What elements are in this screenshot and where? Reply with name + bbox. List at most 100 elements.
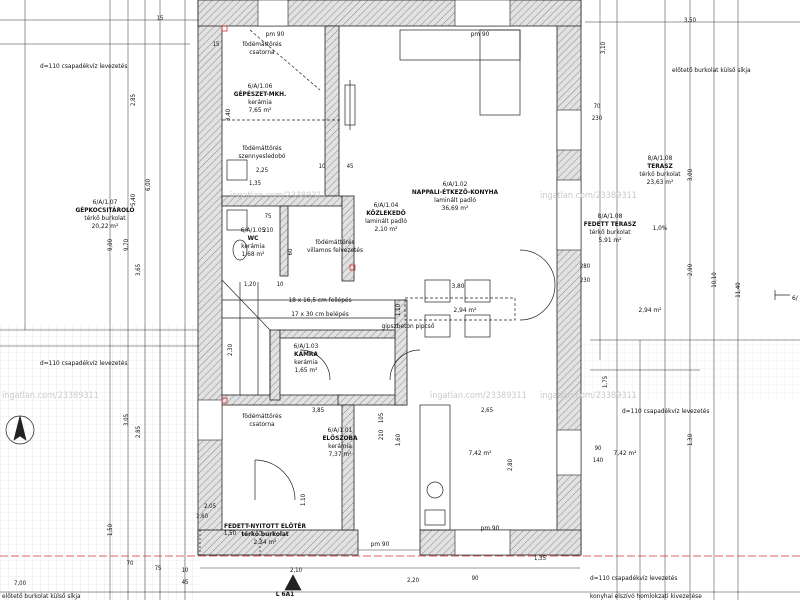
dimension-d15: 1,35 xyxy=(249,180,261,187)
dimension-d21: 1,20 xyxy=(244,281,257,288)
room-label-gepeszet: 7,65 m² xyxy=(249,106,272,114)
room-label-eloszoba: kerámia xyxy=(328,442,352,450)
room-label-nappali: laminált padló xyxy=(434,196,476,204)
room-label-wc: 6/A/1.05 xyxy=(241,226,266,234)
watermark: ingatlan.com/23389311 xyxy=(540,191,637,201)
note-n8: d=110 csapadékvíz levezetés xyxy=(622,407,709,415)
note-n9: d=110 csapadékvíz levezetés xyxy=(590,574,677,582)
watermark: ingatlan.com/23389311 xyxy=(230,191,327,201)
note-n2: szennyesledobó xyxy=(238,152,285,160)
dimension-d51: 10 xyxy=(182,567,189,574)
note-n10: előtető burkolat külső síkja xyxy=(672,65,751,74)
dimension-d22: 10 xyxy=(277,281,284,288)
dimension-d7: 3,65 xyxy=(135,264,142,276)
dimension-d48: 1,50 xyxy=(224,530,237,537)
note-section: L 6A1 xyxy=(276,590,294,598)
room-label-fedett_terasz: FEDETT TERASZ xyxy=(584,220,636,228)
room-label-nappali: 6/A/1.02 xyxy=(443,180,468,188)
note-n6: d=110 csapadékvíz levezetés xyxy=(40,62,127,70)
dimension-d1: 3,50 xyxy=(684,17,697,24)
room-label-kamra: 6/A/1.03 xyxy=(294,342,319,350)
dimension-d55: 1,30 xyxy=(687,433,694,446)
room-label-gepkocsi: 20,22 m² xyxy=(92,222,119,230)
dimension-d35: 90 xyxy=(595,445,602,452)
note-n12: konyhai elszívó homlokzati kivezetése xyxy=(590,592,702,600)
note-area4: 7,42 m² xyxy=(614,449,637,457)
dimension-d30: 210 xyxy=(378,429,385,440)
note-stair2: 17 x 30 cm belépés xyxy=(291,310,349,318)
note-n11: előtető burkolat külső síkja xyxy=(2,591,81,600)
note-pm3: pm 90 xyxy=(371,540,390,548)
dimension-d3: 5,40 xyxy=(130,193,137,206)
room-label-fedett_eloter: térkő burkolat xyxy=(241,529,289,538)
dimension-d27: 2,80 xyxy=(507,458,514,471)
room-label-terasz: TERASZ xyxy=(647,162,672,170)
room-label-kozlekedo: KÖZLEKEDŐ xyxy=(366,208,406,217)
room-label-gepkocsi: 6/A/1.07 xyxy=(93,198,118,206)
garage-paving xyxy=(0,325,200,600)
dimension-d43: 2,10 xyxy=(290,567,303,574)
note-section_r: 6/ xyxy=(792,294,798,302)
room-label-fedett_eloter: 2,34 m² xyxy=(254,538,277,546)
note-pm4: pm 90 xyxy=(481,524,500,532)
note-n3: villamos felvezetés xyxy=(307,246,363,254)
room-label-wc: 1,68 m² xyxy=(242,250,265,258)
dimension-d39: 11,40 xyxy=(735,282,742,298)
fixtures xyxy=(5,29,790,591)
room-label-nappali: NAPPALI-ÉTKEZŐ-KONYHA xyxy=(412,187,499,196)
dimension-d42: 2,20 xyxy=(407,577,420,584)
note-area2: 2,94 m² xyxy=(639,306,662,314)
room-label-gepeszet: 6/A/1.06 xyxy=(248,82,273,90)
note-n3: födémáttörés xyxy=(315,238,354,246)
dimension-d49: 70 xyxy=(127,560,134,567)
dimension-d44: 1,35 xyxy=(534,555,546,562)
dimension-d10: 7,00 xyxy=(14,580,27,587)
dimension-d32: 230 xyxy=(592,115,603,122)
room-label-wc: WC xyxy=(248,234,259,242)
dimension-d19: 210 xyxy=(263,227,274,234)
room-label-terasz: 8/A/1.08 xyxy=(648,154,673,162)
note-n1: födémáttörés xyxy=(242,40,281,48)
dimension-d20: 60 xyxy=(287,248,294,255)
dimension-d37: 2,90 xyxy=(687,263,694,276)
dimension-d41: 1,75 xyxy=(602,376,609,388)
note-n4: födémáttörés xyxy=(242,412,281,420)
room-label-kamra: kerámia xyxy=(294,358,318,366)
dimension-d23: 2,30 xyxy=(227,343,234,356)
note-n1: csatorna xyxy=(249,48,275,56)
note-n5: gipszbeton pipcső xyxy=(382,321,435,330)
room-label-nappali: 36,69 m² xyxy=(442,204,469,212)
dimension-d4: 6,00 xyxy=(145,178,152,191)
dimension-d53: 90 xyxy=(472,575,479,582)
note-area1: 2,94 m² xyxy=(454,306,477,314)
dimension-d46: 2,05 xyxy=(204,503,216,510)
dimension-d52: 45 xyxy=(182,579,189,586)
dimension-d17: 45 xyxy=(347,163,354,170)
room-label-gepkocsi: térkő burkolat xyxy=(84,213,126,222)
dimension-d5: 9,00 xyxy=(107,238,114,251)
room-label-gepkocsi: GÉPKOCSITÁROLÓ xyxy=(75,205,134,214)
note-n4: csatorna xyxy=(249,420,275,428)
note-n2: födémáttörés xyxy=(242,144,281,152)
note-slope: 1,0% xyxy=(653,224,668,232)
dimension-d24: 1,10 xyxy=(395,303,402,316)
dimension-d40: 3,10 xyxy=(600,41,607,54)
watermark: ingatlan.com/23389311 xyxy=(540,391,637,401)
dimension-d50: 15 xyxy=(157,15,164,22)
room-label-kozlekedo: 6/A/1.04 xyxy=(374,201,399,209)
room-label-kozlekedo: laminált padló xyxy=(365,217,407,225)
dimension-d45: 1,10 xyxy=(300,493,307,506)
dimension-d2: 2,85 xyxy=(130,94,137,106)
room-label-fedett_terasz: 8/A/1.08 xyxy=(598,212,623,220)
dimension-d54: 3,00 xyxy=(687,168,694,181)
room-label-fedett_terasz: 5,91 m² xyxy=(599,236,622,244)
room-label-kamra: KAMRA xyxy=(294,350,318,358)
room-label-kozlekedo: 2,10 m² xyxy=(375,225,398,233)
dimension-d28: 1,60 xyxy=(395,433,402,446)
dimension-d38: 10,10 xyxy=(711,272,718,288)
dimension-d26: 2,65 xyxy=(481,407,493,414)
windows xyxy=(197,0,582,556)
